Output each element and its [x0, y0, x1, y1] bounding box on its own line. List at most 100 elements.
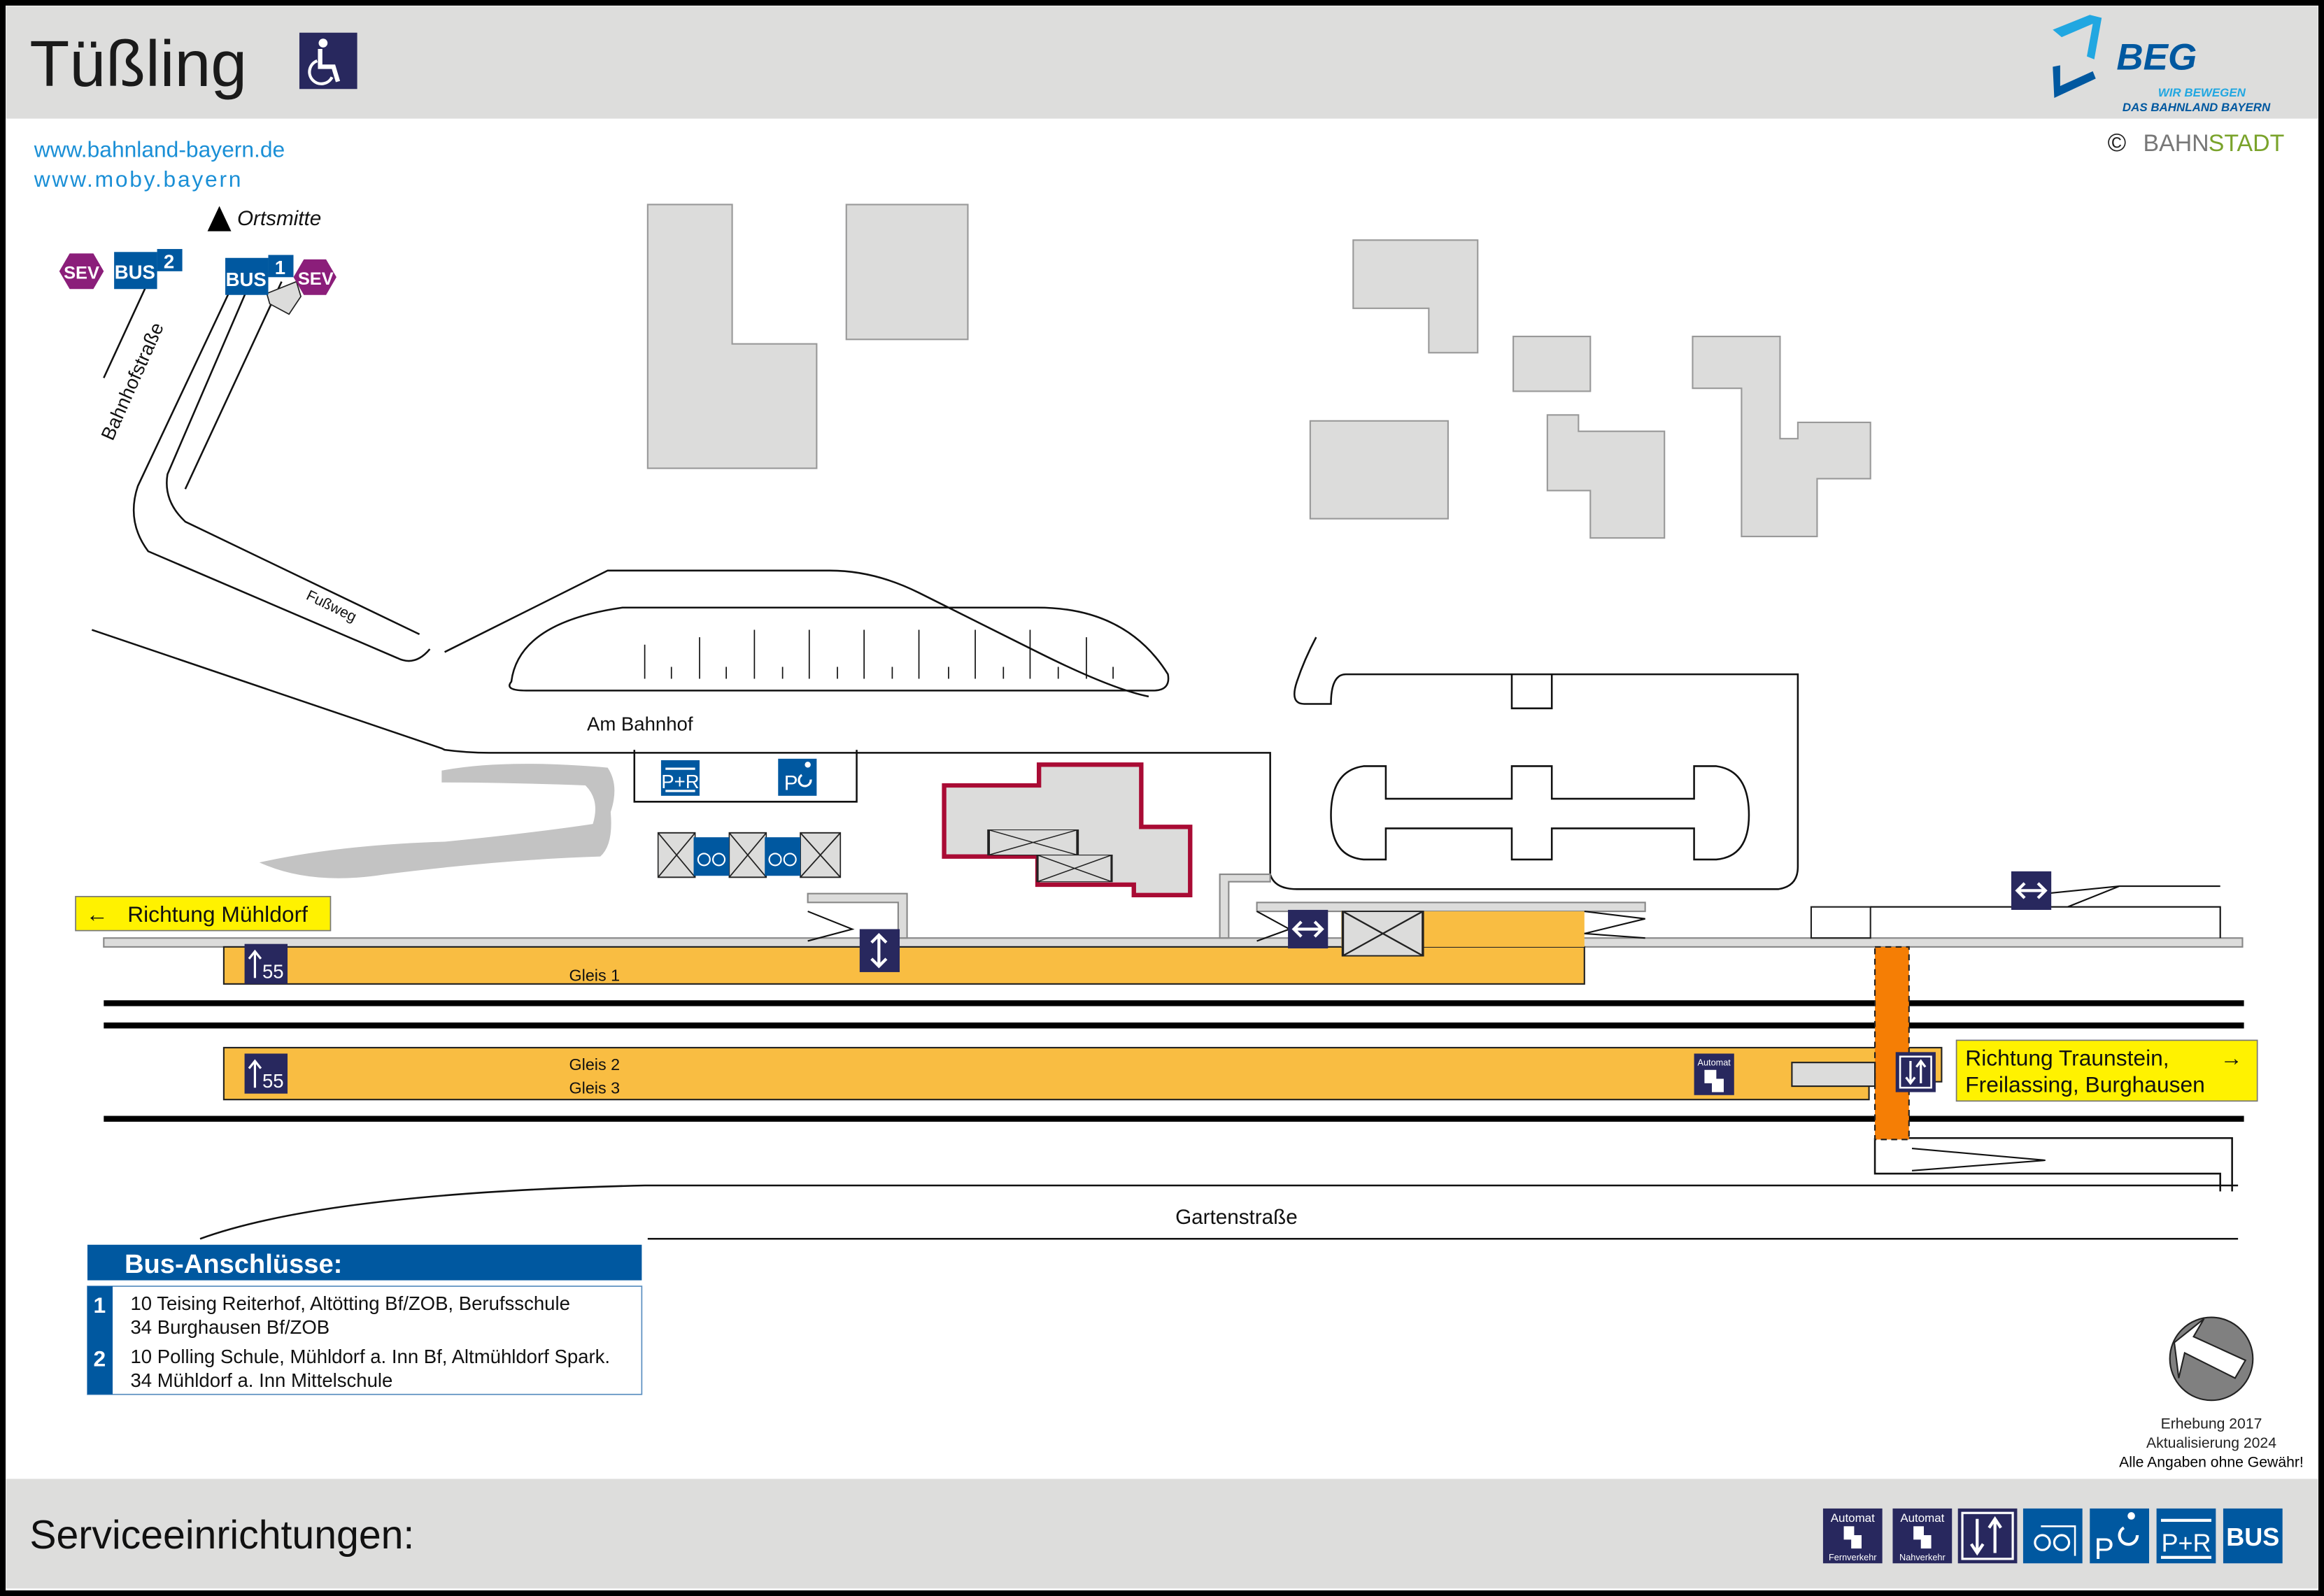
bus-stop-number: 1	[93, 1292, 106, 1318]
platform-shelter	[1341, 910, 1424, 957]
station-title: Tüßling	[29, 27, 247, 100]
gleis-1-label: Gleis 1	[569, 967, 621, 985]
svg-text:P: P	[2095, 1532, 2114, 1565]
wheelchair-icon	[299, 32, 357, 90]
elevator-icon	[1895, 1052, 1936, 1092]
bus-stop-1[interactable]: BUS 1 SEV	[225, 255, 336, 315]
svg-text:SEV: SEV	[64, 263, 99, 283]
park-and-ride-sign: P+R	[660, 760, 700, 796]
bus-icon	[225, 257, 269, 295]
station-entrance	[987, 828, 1079, 857]
ramp	[1870, 885, 2221, 939]
ticket-machine-icon: Automat	[1694, 1053, 1734, 1095]
bus-connections-title: Bus-Anschlüsse:	[125, 1249, 342, 1279]
update-date: Aktualisierung 2024	[2146, 1435, 2276, 1451]
svg-text:BUS: BUS	[2226, 1523, 2279, 1551]
header-bar	[6, 6, 2318, 119]
beg-tagline-1: WIR BEWEGEN	[2158, 86, 2246, 99]
fussweg-label: Fußweg	[304, 587, 359, 625]
direction-sign-muehldorf: ← Richtung Mühldorf	[75, 896, 332, 932]
building	[1692, 335, 1871, 538]
bus-stop-2[interactable]: SEV BUS 2	[59, 249, 183, 290]
beg-logo-text: BEG	[2116, 37, 2197, 78]
sev-icon	[293, 259, 336, 295]
service-elevator-icon	[1957, 1508, 2018, 1564]
svg-text:Freilassing, Burghausen: Freilassing, Burghausen	[1965, 1072, 2205, 1097]
buildings	[646, 204, 1871, 539]
svg-text:Automat: Automat	[1698, 1057, 1731, 1067]
service-disabled-parking-icon: P	[2090, 1508, 2150, 1565]
direction-sign-traunstein: Richtung Traunstein, Freilassing, Burgha…	[1955, 1039, 2258, 1102]
building	[1512, 335, 1592, 392]
svg-text:Automat: Automat	[1831, 1511, 1875, 1525]
bike-icon	[765, 837, 801, 876]
service-bus-icon: BUS	[2223, 1508, 2283, 1564]
building	[1309, 420, 1449, 520]
bike-parking	[657, 832, 842, 878]
link-moby-bayern[interactable]: www.moby.bayern	[34, 166, 243, 192]
svg-text:SEV: SEV	[298, 269, 334, 289]
ortsmitte-label: Ortsmitte	[237, 207, 321, 230]
svg-text:STADT: STADT	[2209, 130, 2285, 157]
gartenstrasse-label: Gartenstraße	[1175, 1206, 1298, 1229]
arrow-left-icon: ←	[86, 902, 108, 927]
svg-text:Richtung Mühldorf: Richtung Mühldorf	[127, 902, 308, 927]
bike-icon	[693, 837, 730, 876]
service-ticket-machine-long-distance: Automat Fernverkehr	[1822, 1508, 1883, 1564]
underpass	[1873, 946, 1910, 1141]
service-bike-parking-icon	[2022, 1508, 2083, 1564]
arrow-right-icon: →	[2220, 1045, 2243, 1070]
svg-text:55: 55	[262, 960, 284, 982]
sev-icon	[59, 253, 104, 290]
beg-tagline-2: DAS BAHNLAND BAYERN	[2123, 101, 2271, 114]
platform-length-sign: 55	[244, 1053, 288, 1094]
svg-text:BAHN: BAHN	[2144, 130, 2209, 157]
svg-text:BUS: BUS	[226, 269, 267, 290]
parking-stalls	[644, 629, 1114, 679]
link-bahnland-bayern[interactable]: www.bahnland-bayern.de	[34, 137, 285, 162]
svg-text:BUS: BUS	[115, 261, 155, 283]
platform-length-sign: 55	[244, 943, 288, 984]
disclaimer: Alle Angaben ohne Gewähr!	[2119, 1455, 2304, 1471]
shelter-icon	[266, 280, 302, 315]
gleis-2-label: Gleis 2	[569, 1055, 621, 1074]
building	[845, 204, 969, 341]
svg-text:©: ©	[2108, 128, 2127, 157]
roads	[91, 281, 2239, 1240]
stairs-icon	[1791, 1062, 1876, 1088]
svg-text:P+R: P+R	[661, 771, 699, 792]
svg-text:Fernverkehr: Fernverkehr	[1829, 1552, 1877, 1562]
bus-stop-number: 1	[275, 257, 285, 278]
building	[1546, 414, 1666, 539]
bus-line: 34 Burghausen Bf/ZOB	[130, 1316, 330, 1338]
ramp-horizontal-icon	[2011, 871, 2052, 910]
survey-date: Erhebung 2017	[2161, 1416, 2262, 1432]
svg-text:Richtung Traunstein,: Richtung Traunstein,	[1965, 1045, 2169, 1070]
bus-icon	[114, 252, 157, 290]
disabled-parking-sign: P	[778, 758, 817, 796]
north-arrow-icon	[207, 206, 232, 231]
bus-stop-number: 2	[93, 1346, 106, 1371]
services-title: Serviceeinrichtungen:	[29, 1513, 414, 1558]
svg-text:Automat: Automat	[1900, 1511, 1944, 1525]
bus-line: 34 Mühldorf a. Inn Mittelschule	[130, 1369, 392, 1391]
service-park-and-ride-icon: P+R	[2156, 1508, 2216, 1564]
service-ticket-machine-local: Automat Nahverkehr	[1892, 1508, 1953, 1564]
bahnstadt-copyright: © BAHN STADT	[2108, 128, 2285, 157]
bus-stop-number: 2	[164, 251, 174, 273]
stairs-icon	[1810, 906, 1871, 939]
bus-connections-panel: Bus-Anschlüsse: 1 10 Teising Reiterhof, …	[87, 1244, 643, 1395]
svg-text:55: 55	[262, 1070, 284, 1092]
bus-line: 10 Teising Reiterhof, Altötting Bf/ZOB, …	[130, 1292, 569, 1314]
bahnhofstrasse-label: Bahnhofstraße	[97, 319, 168, 443]
building	[646, 204, 818, 469]
svg-text:P+R: P+R	[2161, 1528, 2211, 1557]
svg-text:P: P	[784, 771, 798, 795]
ramp-vertical-icon	[859, 929, 900, 972]
svg-text:Nahverkehr: Nahverkehr	[1899, 1552, 1946, 1562]
am-bahnhof-label: Am Bahnhof	[587, 713, 693, 735]
station-entrance	[1036, 853, 1113, 883]
platform-gleis-2-3	[222, 1046, 1943, 1101]
gleis-3-label: Gleis 3	[569, 1079, 621, 1097]
